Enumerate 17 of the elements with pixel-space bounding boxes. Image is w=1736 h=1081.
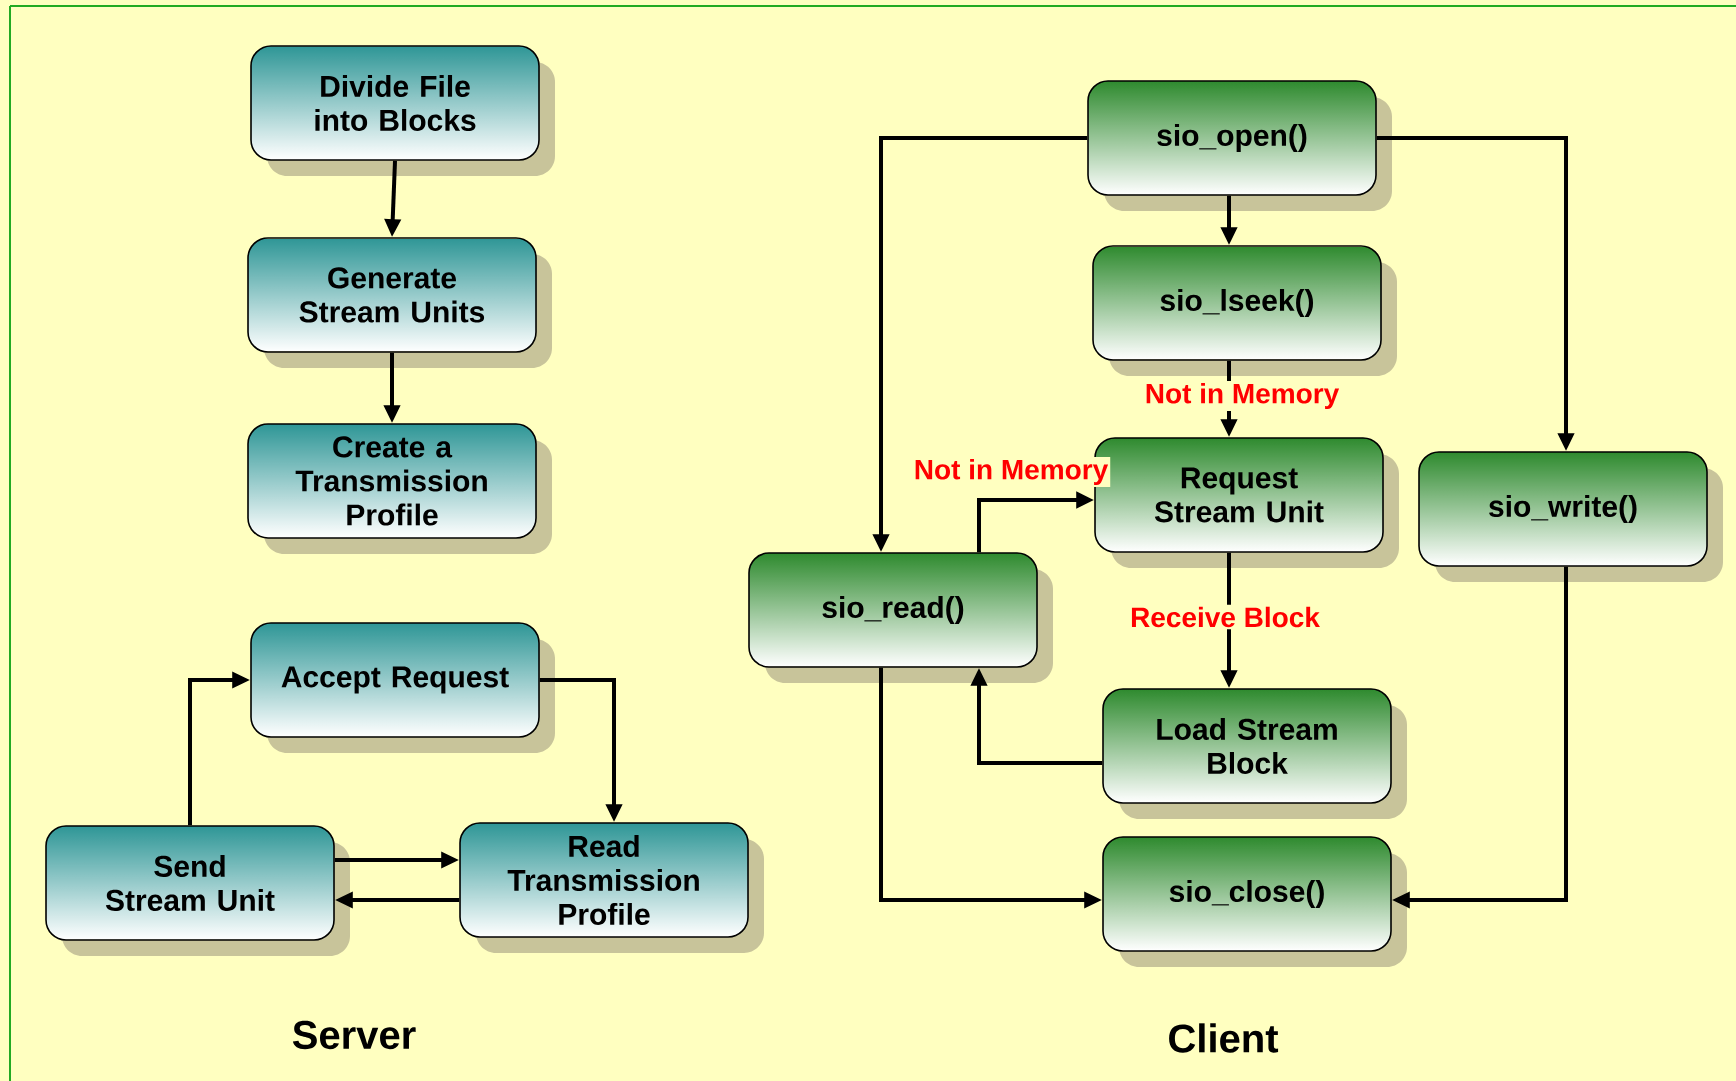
process-box: Accept Request — [250, 622, 555, 753]
process-box: sio_open() — [1087, 80, 1392, 211]
section-label: Client — [1169, 1023, 1279, 1053]
process-box: sio_close() — [1102, 836, 1407, 967]
edge-label: Not in Memory — [911, 456, 1111, 488]
process-box: Load Stream Block — [1102, 688, 1407, 819]
process-box: sio_read() — [748, 552, 1053, 683]
edge-label: Not in Memory — [1142, 380, 1342, 412]
process-box: Divide File into Blocks — [250, 45, 555, 176]
edge-label: Receive Block — [1128, 604, 1322, 630]
process-box: Send Stream Unit — [45, 825, 350, 956]
section-label: Server — [292, 1020, 416, 1050]
process-box: sio_lseek() — [1092, 245, 1397, 376]
process-box: Create a Transmission Profile — [247, 423, 552, 554]
process-box: sio_write() — [1418, 451, 1723, 582]
process-box: Read Transmission Profile — [459, 822, 764, 953]
process-box: Generate Stream Units — [247, 237, 552, 368]
